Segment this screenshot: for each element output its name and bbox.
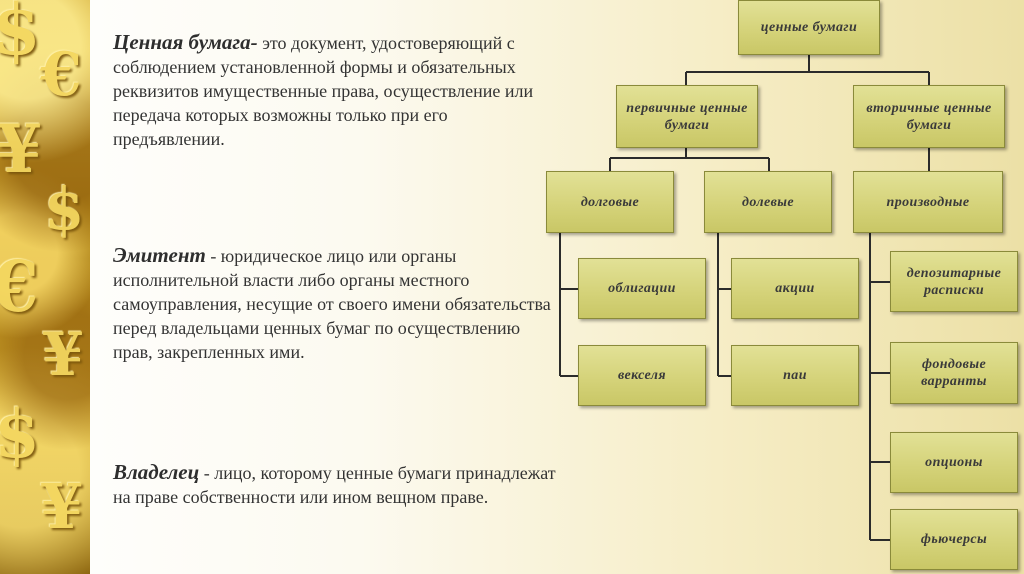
definition-text: - лицо, которому ценные бумаги принадлеж… (113, 463, 556, 507)
node-bills: векселя (578, 345, 706, 406)
node-label: опционы (925, 455, 983, 470)
node-primary-securities: первичные ценные бумаги (616, 85, 758, 148)
node-label: облигации (608, 281, 676, 296)
currency-glyph: € (0, 245, 39, 328)
currency-glyph: $ (0, 395, 40, 473)
node-equity: долевые (704, 171, 832, 233)
currency-glyph: ¥ (40, 470, 84, 543)
definition-term: Владелец (113, 460, 200, 484)
node-label: долевые (742, 194, 794, 210)
currency-glyph: ¥ (42, 320, 84, 390)
node-label: векселя (618, 368, 666, 383)
definition-text: - юридическое лицо или органы исполнител… (113, 246, 551, 362)
currency-glyph: $ (44, 175, 85, 243)
definition-text: это документ, удостоверяющий с соблюдени… (113, 33, 534, 149)
node-shares: акции (731, 258, 859, 319)
node-bonds: облигации (578, 258, 706, 319)
node-label: ценные бумаги (760, 20, 858, 35)
node-derivatives: производные (853, 171, 1003, 233)
node-units: паи (731, 345, 859, 406)
node-label: фьючерсы (920, 532, 988, 547)
currency-glyph: € (40, 40, 82, 110)
securities-classification-tree: ценные бумаги первичные ценные бумаги вт… (540, 0, 1024, 574)
node-label: долговые (580, 194, 640, 210)
node-secondary-securities: вторичные ценные бумаги (853, 85, 1005, 148)
definition-security: Ценная бумага- это документ, удостоверяю… (113, 30, 558, 151)
node-futures: фьючерсы (890, 509, 1018, 570)
currency-glyph: ¥ (0, 110, 42, 188)
currency-glyph: $ (0, 0, 41, 71)
node-label: паи (783, 368, 807, 383)
node-securities: ценные бумаги (738, 0, 880, 55)
definition-term: Ценная бумага- (113, 30, 258, 54)
definition-owner: Владелец - лицо, которому ценные бумаги … (113, 460, 558, 509)
node-label: производные (886, 194, 970, 210)
node-warrants: фондовые варранты (890, 342, 1018, 404)
connector-lines (559, 55, 930, 541)
node-debt: долговые (546, 171, 674, 233)
node-label: депозитарные расписки (906, 265, 1002, 298)
node-label: акции (775, 281, 815, 296)
node-label: первичные ценные бумаги (626, 100, 748, 133)
node-options: опционы (890, 432, 1018, 493)
node-label: вторичные ценные бумаги (866, 100, 992, 133)
node-depositary-receipts: депозитарные расписки (890, 251, 1018, 312)
decorative-currency-strip: $ € ¥ $ € ¥ $ ¥ (0, 0, 90, 574)
definition-issuer: Эмитент - юридическое лицо или органы ис… (113, 243, 558, 364)
definition-term: Эмитент (113, 243, 206, 267)
node-label: фондовые варранты (921, 357, 987, 389)
